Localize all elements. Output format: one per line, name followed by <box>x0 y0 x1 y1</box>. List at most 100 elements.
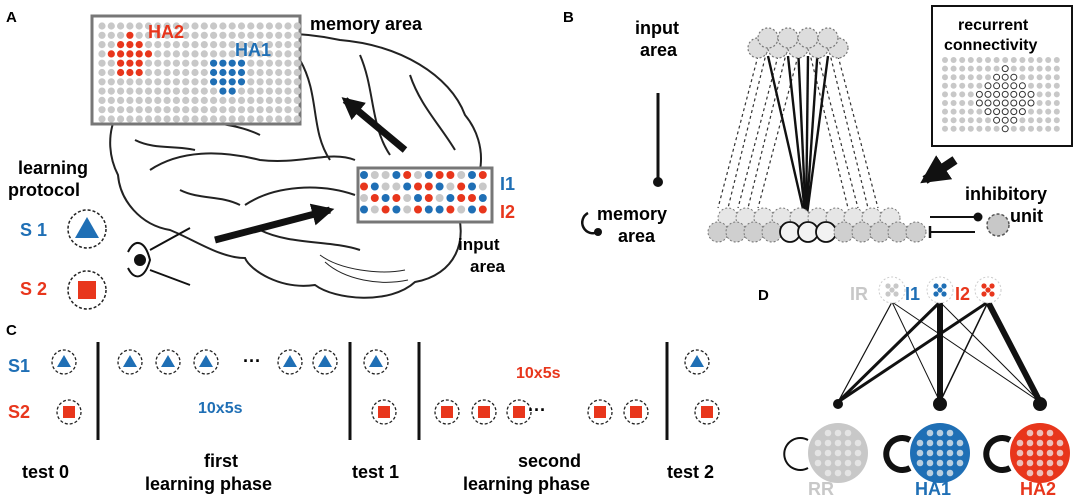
grid-unit <box>1010 125 1017 132</box>
readout-unit <box>814 459 822 467</box>
input-unit <box>457 194 466 202</box>
readout-unit <box>1036 429 1044 437</box>
grid-unit <box>950 74 957 81</box>
cluster-unit <box>981 291 987 297</box>
memory-unit <box>210 106 218 114</box>
stimulus-circle <box>587 399 613 425</box>
grid-unit <box>967 57 974 63</box>
memory-unit <box>228 50 236 58</box>
grid-unit <box>950 108 957 115</box>
memory-unit <box>219 50 227 58</box>
readout-unit <box>844 439 852 447</box>
input-unit <box>370 194 379 202</box>
memory-unit <box>182 115 190 123</box>
input-unit <box>446 194 455 202</box>
square-stimulus-icon <box>513 406 525 418</box>
readout-connection <box>891 301 1041 403</box>
memory-unit <box>228 68 236 77</box>
memory-unit <box>743 221 765 243</box>
memory-unit <box>135 41 143 49</box>
grid-unit <box>1036 117 1043 124</box>
memory-unit <box>126 59 134 67</box>
memory-unit <box>293 78 301 86</box>
inhibitory-label-line1: inhibitory <box>965 184 1047 204</box>
memory-unit <box>210 41 218 49</box>
memory-unit <box>135 22 143 30</box>
self-loop-icon <box>883 435 912 473</box>
connected-unit <box>1010 108 1018 116</box>
memory-unit <box>293 50 301 58</box>
memory-unit <box>98 59 106 67</box>
grid-unit <box>1045 65 1052 72</box>
connected-unit <box>1001 125 1009 133</box>
stimulus-circle <box>434 399 460 425</box>
memory-unit <box>237 68 246 77</box>
input-unit <box>457 205 466 214</box>
inhibitory-excitatory-head <box>973 212 983 222</box>
memory-unit <box>869 221 891 243</box>
memory-unit <box>210 96 218 104</box>
memory-unit <box>182 87 190 95</box>
memory-unit <box>779 221 801 243</box>
memory-unit <box>117 50 125 58</box>
input-unit <box>457 182 466 191</box>
solid-connection <box>766 55 808 223</box>
memory-unit <box>163 106 171 114</box>
readout-unit <box>946 429 954 437</box>
input-unit <box>381 194 390 202</box>
input-area-label-line1: input <box>635 18 679 38</box>
memory-unit <box>163 50 171 58</box>
grid-unit <box>959 74 966 81</box>
dots-first-phase: ··· <box>243 351 261 371</box>
memory-unit <box>126 115 134 123</box>
memory-unit <box>107 50 115 58</box>
memory-unit <box>182 78 190 86</box>
readout-unit <box>824 449 832 457</box>
readout-unit <box>936 449 944 457</box>
memory-unit <box>200 87 208 95</box>
connected-unit <box>1027 99 1035 107</box>
triangle-stimulus-icon <box>690 355 704 367</box>
connected-unit <box>1018 90 1026 98</box>
input-unit <box>392 205 401 214</box>
memory-unit <box>191 41 199 49</box>
readout-unit <box>926 459 934 467</box>
grid-unit <box>985 117 991 124</box>
readout-unit <box>854 439 862 447</box>
readout-unit <box>844 459 852 467</box>
s1-stimulus-circle <box>67 209 107 249</box>
memory-unit <box>200 22 208 30</box>
memory-unit <box>107 68 115 77</box>
readout-unit <box>936 429 944 437</box>
readout-unit <box>1056 459 1064 467</box>
input-layer-units <box>747 27 849 59</box>
grid-unit <box>942 117 948 124</box>
panel-d: D IR I1 I2 RR HA1 HA2 <box>758 276 1070 499</box>
grid-unit <box>942 74 948 81</box>
grid-unit <box>976 125 983 132</box>
memory-unit <box>154 96 162 104</box>
input-unit <box>381 171 390 179</box>
memory-unit <box>275 68 283 77</box>
memory-unit <box>275 78 283 86</box>
ha1-label: HA1 <box>915 479 951 499</box>
square-stimulus-icon <box>478 406 490 418</box>
input-unit <box>777 27 799 49</box>
memory-unit <box>256 87 264 95</box>
memory-unit <box>135 115 143 123</box>
memory-unit <box>144 50 153 58</box>
memory-unit <box>210 31 218 39</box>
readout-unit <box>926 439 934 447</box>
memory-unit <box>117 68 125 77</box>
connected-unit <box>984 108 992 116</box>
grid-unit <box>950 65 957 72</box>
input-unit <box>468 194 476 202</box>
memory-unit <box>144 106 153 114</box>
memory-unit <box>191 59 199 67</box>
grid-unit <box>967 125 974 132</box>
dotted-connection <box>757 55 799 209</box>
readout-unit <box>1036 449 1044 457</box>
input-unit <box>446 171 455 179</box>
memory-area-grid <box>98 22 301 123</box>
readout-unit <box>1016 439 1024 447</box>
